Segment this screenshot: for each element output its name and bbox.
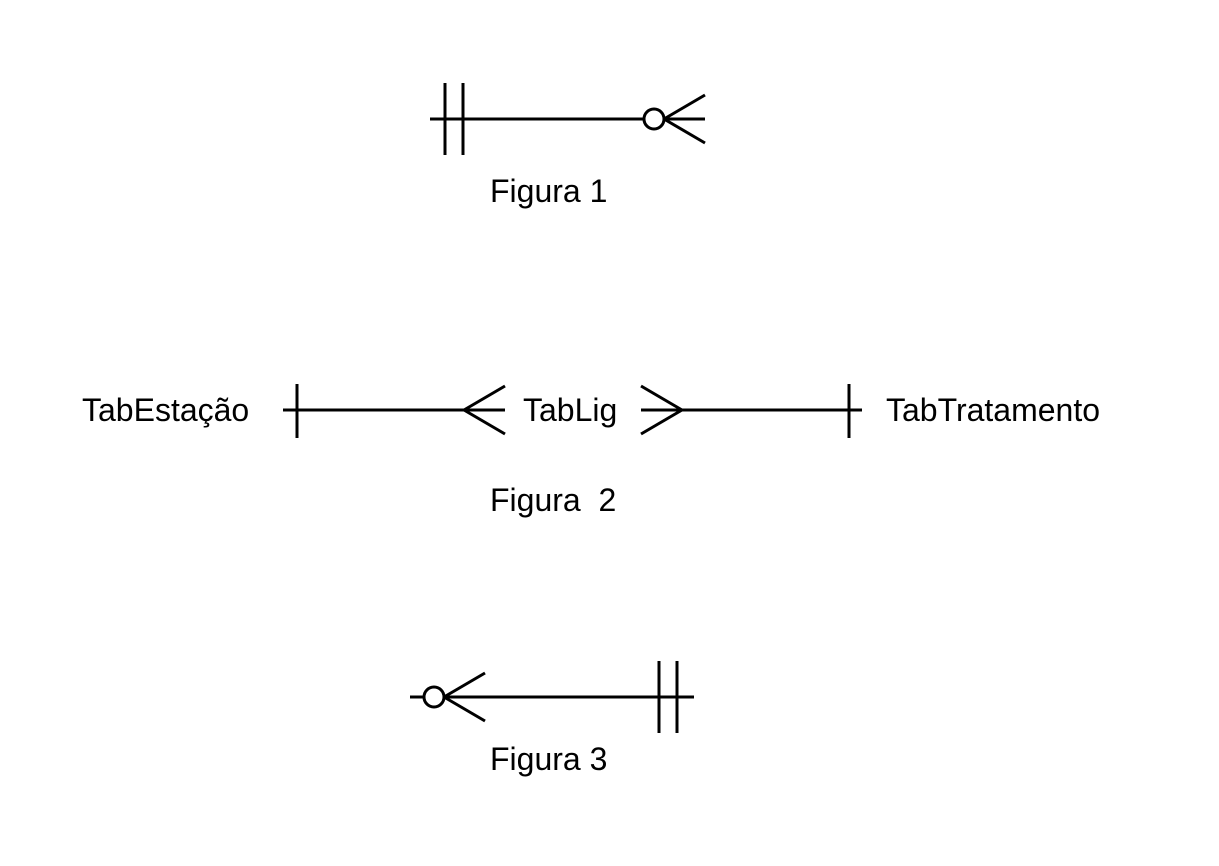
figure-1-caption: Figura 1 [490,173,607,209]
entity-tabtratamento: TabTratamento [886,392,1100,428]
figure-2-right-crowfoot-top [640,384,683,412]
figure-3-crowfoot-top [443,671,486,699]
figure-1-zero-circle [642,107,666,131]
figure-2-left-crowfoot-top [463,384,506,412]
entity-tabestacao: TabEstação [82,392,249,428]
figure-3-zero-circle [422,685,446,709]
figure-2-relationship: TabEstação TabLig TabTratamento [82,384,1100,438]
entity-tablig: TabLig [523,392,617,428]
figure-3-caption: Figura 3 [490,741,607,777]
figure-2-caption: Figura 2 [490,482,616,518]
figure-2-right-crowfoot-bottom [640,408,683,436]
figure-1-crowfoot-top [663,93,706,121]
figure-3-relationship [410,661,694,733]
figure-1-crowfoot-bottom [663,117,706,145]
figure-2-left-crowfoot-bottom [463,408,506,436]
figure-3-crowfoot-bottom [443,695,486,723]
figure-1-relationship [430,83,706,155]
